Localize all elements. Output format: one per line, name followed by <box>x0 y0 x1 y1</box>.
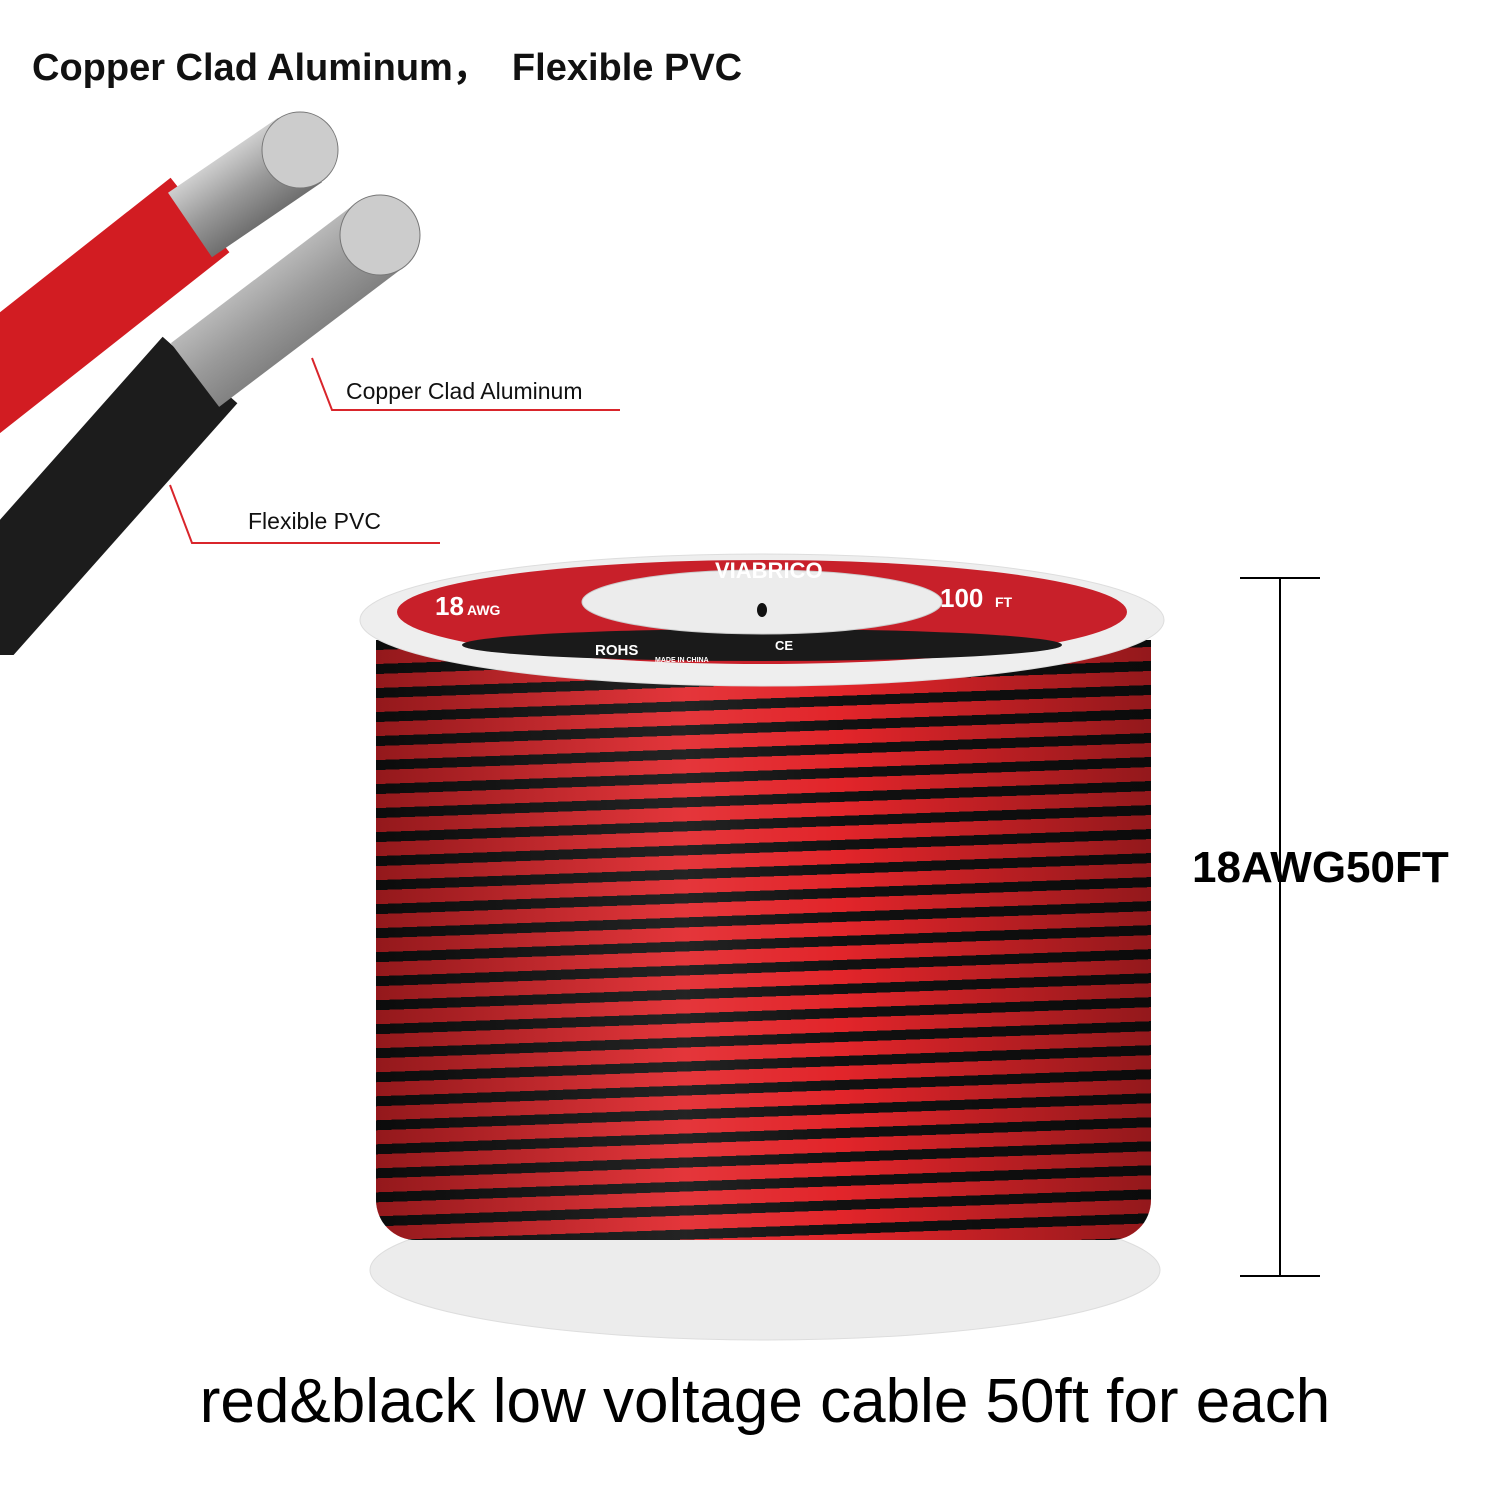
callout-line-conductor <box>311 357 620 411</box>
spool-brand: VIABRICO <box>715 558 823 583</box>
spool-top-flange: VIABRICO 18 AWG 100 FT ROHS MADE IN CHIN… <box>359 553 1165 687</box>
dimension-line <box>1240 577 1320 1277</box>
black-conductor-end <box>339 194 421 276</box>
red-conductor-end <box>261 111 339 189</box>
spool-origin: MADE IN CHINA <box>655 657 709 664</box>
spool-gauge-unit: AWG <box>467 602 501 618</box>
black-cable <box>0 336 238 655</box>
spool-ce: CE <box>775 638 793 653</box>
spool-wire-winding <box>376 640 1151 1240</box>
spool-rohs: ROHS <box>595 642 638 659</box>
callout-line-insulation <box>169 484 440 544</box>
caption: red&black low voltage cable 50ft for eac… <box>199 1367 1331 1436</box>
headline: Copper Clad Aluminum， Flexible PVC <box>32 47 743 89</box>
winding-shading <box>376 640 1151 1240</box>
red-cable <box>0 177 230 434</box>
spool-length: 100 <box>940 583 983 613</box>
spool-hole <box>757 603 767 617</box>
dimension-label: 18AWG50FT <box>1192 843 1449 892</box>
spool-gauge: 18 <box>435 591 464 621</box>
spool-length-unit: FT <box>995 594 1013 610</box>
callout-insulation: Flexible PVC <box>248 508 381 534</box>
cable-illustration <box>0 111 620 655</box>
callout-conductor: Copper Clad Aluminum <box>346 378 583 404</box>
